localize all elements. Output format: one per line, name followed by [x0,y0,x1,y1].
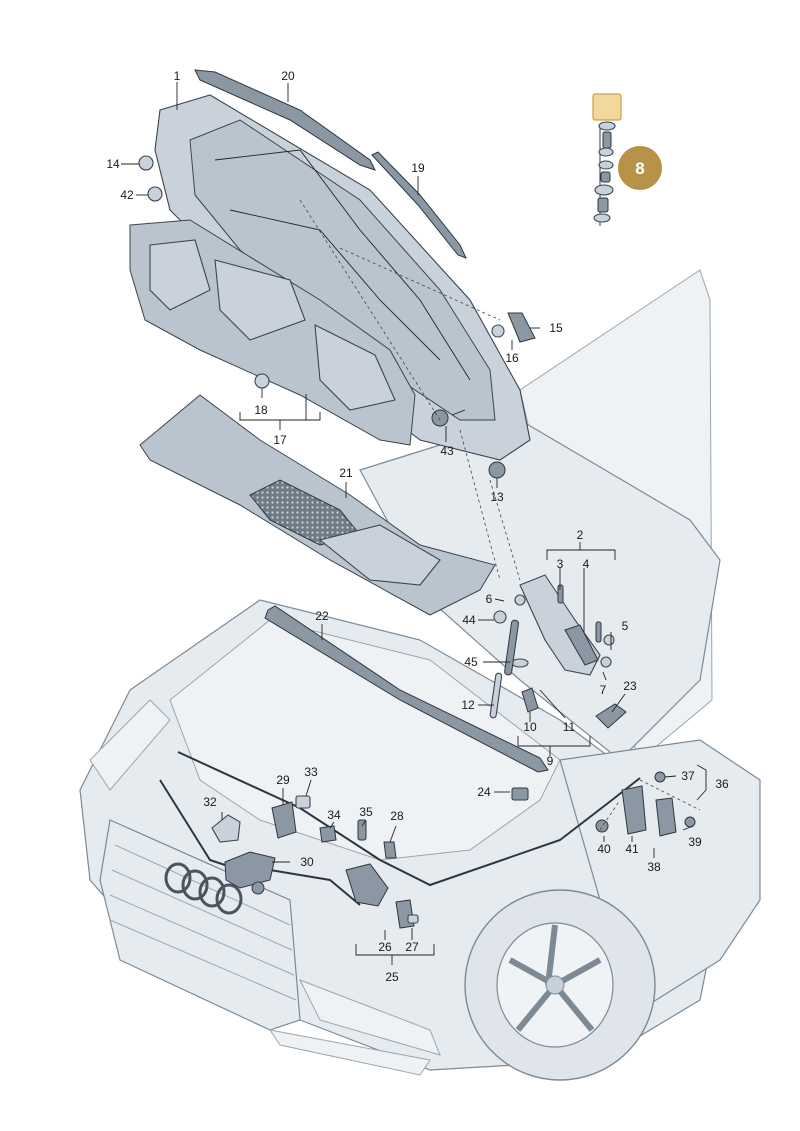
callout-19: 19 [411,161,425,175]
lock-unit-25 [345,863,389,907]
callout-16: 16 [505,351,519,365]
hood-panel [154,94,531,461]
callout-23: 23 [623,679,637,693]
callout-33: 33 [304,765,318,779]
cable-guide-34 [319,825,337,843]
safety-catch-41 [621,785,647,835]
rubber-buffer-13 [488,461,506,479]
callout-22: 22 [315,609,329,623]
latch-striker-15 [507,312,536,343]
callout-25: 25 [385,970,399,984]
clip-18 [254,373,270,389]
clip-27 [407,914,419,924]
bolt-39 [684,816,696,828]
callout-44: 44 [462,613,476,627]
hood-insulation-mat [129,219,416,446]
svg-text:8: 8 [635,159,644,178]
callout-14: 14 [106,157,120,171]
safety-catch-38 [655,797,677,837]
brand-rings-logo [164,862,243,915]
callout-7: 7 [600,683,607,697]
callout-4: 4 [583,557,590,571]
callout-13: 13 [490,490,504,504]
callout-37: 37 [681,769,695,783]
grommet-42 [147,186,163,202]
callout-21: 21 [339,466,353,480]
callout-38: 38 [647,860,661,874]
hood-hinge-assembly [493,574,615,676]
callout-18: 18 [254,403,268,417]
callout-28: 28 [390,809,404,823]
leader-lines [121,82,707,965]
grommet-14 [138,155,154,171]
callout-35: 35 [359,805,373,819]
callout-10: 10 [523,720,537,734]
callout-30: 30 [300,855,314,869]
callout-36: 36 [715,777,729,791]
callout-42: 42 [120,188,134,202]
callout-26: 26 [378,940,392,954]
hood-lock-30 [224,851,276,889]
vehicle-outline [79,269,761,1081]
bolt-28 [383,841,397,859]
highlight-swatch [592,93,622,121]
callout-39: 39 [688,835,702,849]
cable-connector-29 [271,801,297,839]
callout-17: 17 [273,433,287,447]
callout-15: 15 [549,321,563,335]
release-handle-32 [211,814,241,843]
strut-bracket [521,687,539,713]
callout-1: 1 [174,69,181,83]
callout-43: 43 [440,444,454,458]
callout-45: 45 [464,655,478,669]
callout-27: 27 [405,940,419,954]
clip-16 [491,324,505,338]
callout-34: 34 [327,808,341,822]
callout-29: 29 [276,773,290,787]
callout-labels: 1 20 19 14 42 15 16 18 17 43 13 21 2 3 4… [106,69,729,984]
gas-strut [489,619,519,719]
cable-clip [511,787,529,801]
nut-40 [595,819,609,833]
highlight-badge: 8 [618,146,662,190]
callout-5: 5 [622,619,629,633]
callout-40: 40 [597,842,611,856]
callout-12: 12 [461,698,475,712]
hood-edge-seal [371,151,467,259]
callout-3: 3 [557,557,564,571]
callout-20: 20 [281,69,295,83]
callout-24: 24 [477,785,491,799]
bolt-37 [654,771,666,783]
callout-41: 41 [625,842,639,856]
rubber-buffer-43 [431,409,449,427]
front-wheel [464,889,656,1081]
bulkhead-seal-strip [264,605,549,773]
callout-11: 11 [563,720,576,734]
bracket-33 [295,795,311,809]
hood-seal-strip [194,69,376,171]
bolt-31 [251,881,265,895]
callout-9: 9 [547,754,554,768]
callout-2: 2 [577,528,584,542]
plenum-cover [139,394,496,616]
hood-stop-buffer [595,703,627,729]
fastener-set [592,93,622,226]
callout-6: 6 [486,592,493,606]
callout-32: 32 [203,795,217,809]
clip-35 [357,819,367,841]
